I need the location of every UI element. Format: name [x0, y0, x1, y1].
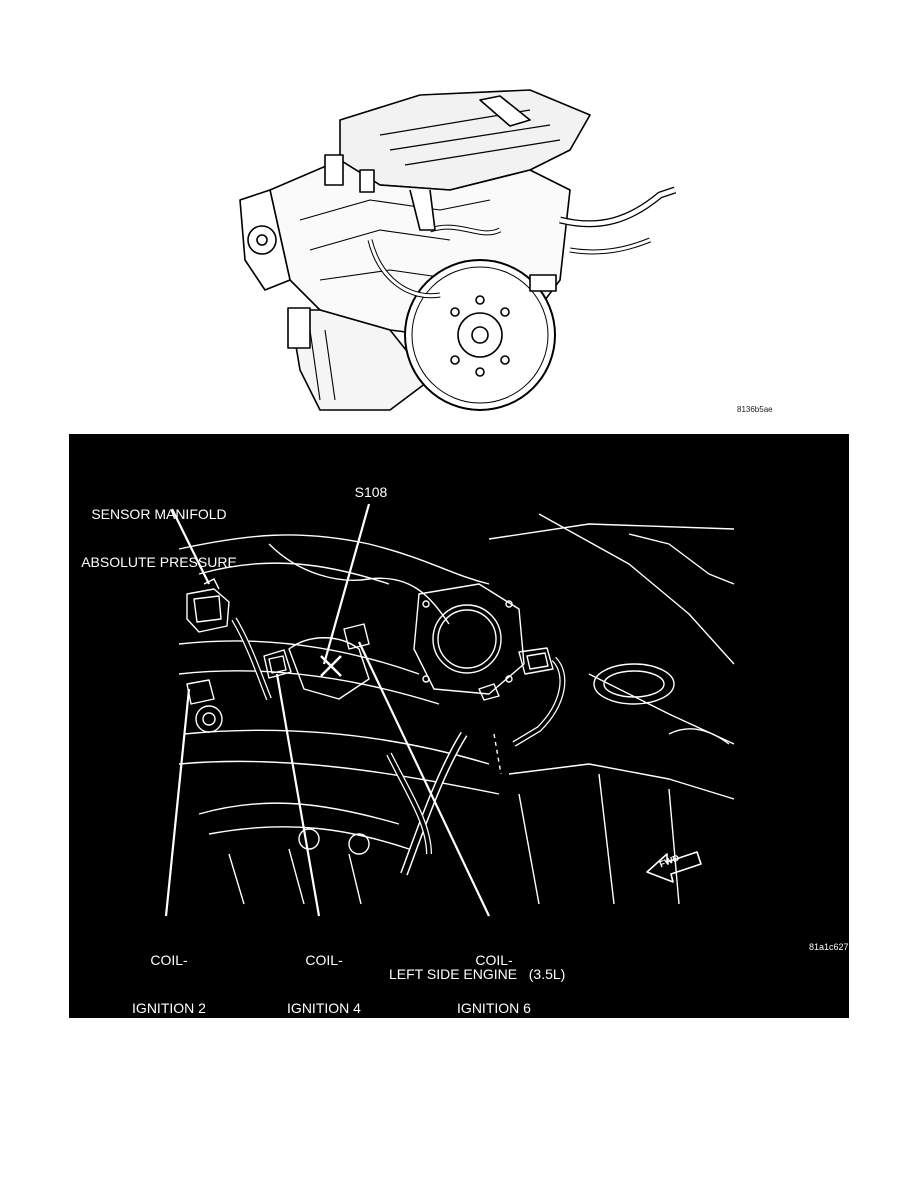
leader-coil4 [275, 673, 321, 917]
left-side-engine-diagram: SENSOR MANIFOLD ABSOLUTE PRESSURE S108 C… [69, 434, 849, 1018]
figure2-code: 81a1c627 [809, 942, 849, 952]
engine-bay-drawing [164, 503, 735, 917]
label-sensor-line1: SENSOR MANIFOLD [91, 506, 227, 522]
label-coil2-line2: IGNITION 2 [132, 1000, 206, 1016]
figure2-caption: LEFT SIDE ENGINE (3.5L) [389, 966, 566, 982]
engine-drawing [239, 89, 677, 411]
label-coil2-line1: COIL- [150, 952, 188, 968]
label-sensor-manifold: SENSOR MANIFOLD ABSOLUTE PRESSURE [79, 474, 239, 602]
label-sensor-line2: ABSOLUTE PRESSURE [81, 554, 237, 570]
label-coil4-line1: COIL- [305, 952, 343, 968]
label-coil4-line2: IGNITION 4 [287, 1000, 361, 1016]
leader-sensor [171, 508, 210, 585]
label-coil6-line1: COIL- [475, 952, 513, 968]
forward-arrow-icon [646, 851, 702, 883]
label-coil-ignition-4: COIL- IGNITION 4 [279, 920, 369, 1048]
leader-s108 [322, 503, 371, 665]
engine-illustration [230, 80, 690, 420]
label-coil-ignition-2: COIL- IGNITION 2 [124, 920, 214, 1048]
leader-coil2 [164, 688, 191, 917]
label-s108: S108 [354, 484, 388, 500]
label-coil-ignition-6: COIL- IGNITION 6 [449, 920, 539, 1048]
label-coil6-line2: IGNITION 6 [457, 1000, 531, 1016]
figure1-code: 8136b5ae [737, 405, 773, 414]
leader-coil6 [358, 641, 490, 917]
